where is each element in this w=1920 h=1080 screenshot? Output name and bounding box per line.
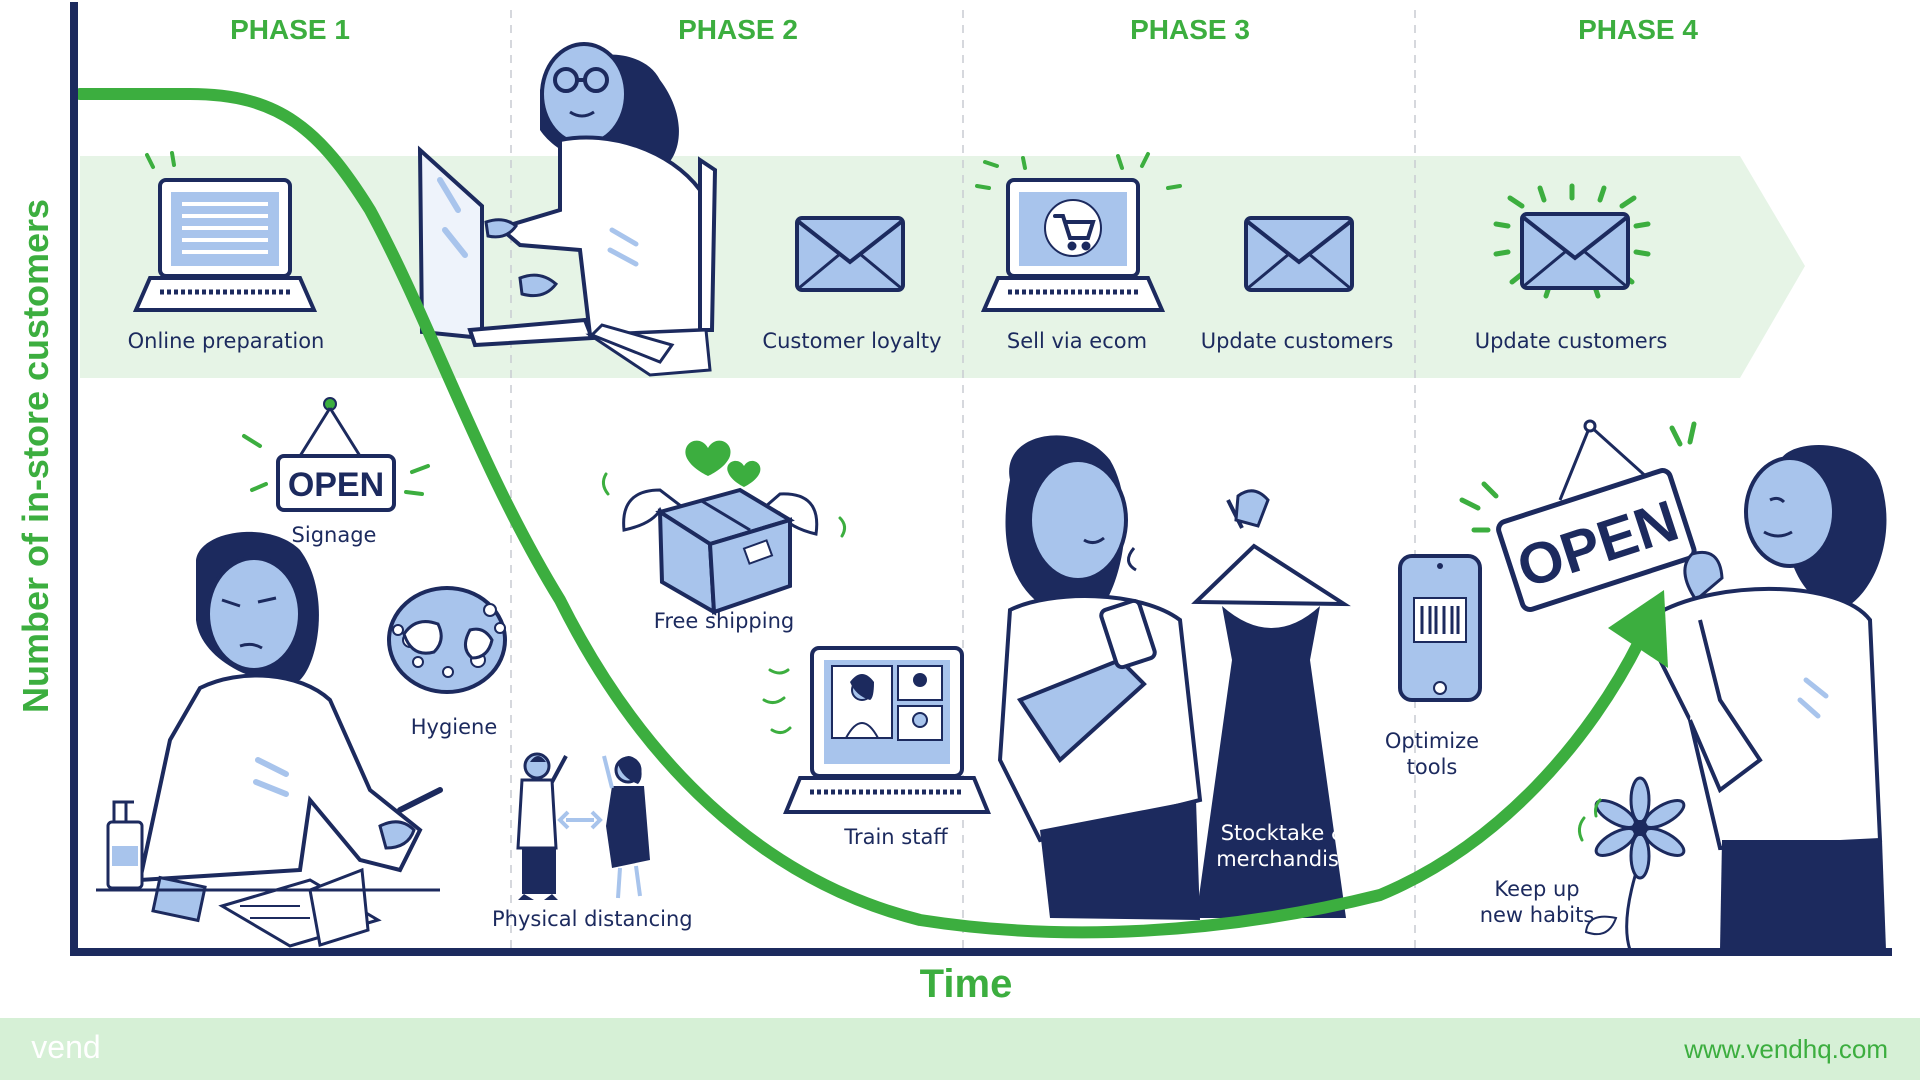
label-update-customers-2: Update customers: [1474, 329, 1668, 353]
open-sign-icon: OPEN: [242, 397, 430, 512]
laptop-icon: [132, 151, 318, 312]
label-customer-loyalty: Customer loyalty: [762, 329, 942, 353]
video-call-icon: [762, 646, 991, 814]
label-hygiene: Hygiene: [410, 715, 498, 739]
flower-icon: [1577, 776, 1686, 951]
y-axis-label: Number of in-store customers: [15, 198, 56, 714]
phase-4-title: PHASE 4: [1578, 14, 1698, 45]
x-axis-label: Time: [919, 962, 1013, 1006]
label-keep-up-line-2: new habits: [1479, 903, 1595, 928]
phase-3-title: PHASE 3: [1130, 14, 1250, 45]
soap-icon: [387, 586, 507, 694]
envelope-icon: [1244, 216, 1354, 292]
woman-with-open-sign-illustration: OPEN: [1459, 419, 1887, 951]
footer-bar: [0, 1018, 1920, 1080]
label-keep-up-new-habits: Keep up new habits: [1472, 876, 1602, 929]
envelope-icon: [1493, 183, 1651, 299]
label-optimize-line-2: tools: [1406, 755, 1458, 780]
label-stocktake-merchandise: Stocktake & merchandise: [1214, 820, 1354, 873]
envelope-icon: [795, 216, 905, 292]
curve-arrowhead: [1608, 590, 1668, 668]
sanitizer-bottle-icon: [106, 800, 144, 890]
label-optimize-line-1: Optimize: [1384, 729, 1480, 753]
label-stocktake-line-1: Stocktake &: [1220, 821, 1348, 845]
open-sign-small-text: OPEN: [288, 466, 384, 504]
cart-icon: [1053, 214, 1096, 251]
woman-at-screen-illustration: [417, 42, 718, 377]
label-online-preparation: Online preparation: [127, 329, 325, 353]
label-train-staff: Train staff: [844, 825, 948, 849]
phase-2-title: PHASE 2: [678, 14, 798, 45]
label-sell-via-ecom: Sell via ecom: [1006, 329, 1148, 353]
phase-1-title: PHASE 1: [230, 14, 350, 45]
label-physical-distancing: Physical distancing: [492, 907, 693, 931]
vend-logo[interactable]: vend: [31, 1029, 101, 1065]
box-icon: [601, 440, 847, 616]
laptop-cart-icon: [975, 152, 1182, 312]
phone-barcode-icon: [1398, 554, 1482, 702]
label-update-customers-1: Update customers: [1200, 329, 1394, 353]
axes: [70, 2, 1892, 956]
label-free-shipping: Free shipping: [653, 609, 795, 633]
heart-icon: [685, 440, 731, 476]
physical-distancing-illustration: [516, 752, 650, 900]
label-signage: Signage: [291, 523, 377, 547]
woman-with-dress-illustration: [997, 435, 1351, 920]
website-link[interactable]: www.vendhq.com: [1684, 1034, 1888, 1064]
dress-icon: [1191, 489, 1351, 918]
woman-writing-illustration: [96, 531, 443, 948]
label-keep-up-line-1: Keep up: [1494, 877, 1580, 901]
label-optimize-tools: Optimize tools: [1372, 728, 1492, 781]
label-stocktake-line-2: merchandise: [1216, 847, 1352, 872]
customer-curve: [74, 88, 1646, 939]
heart-icon: [727, 460, 761, 487]
